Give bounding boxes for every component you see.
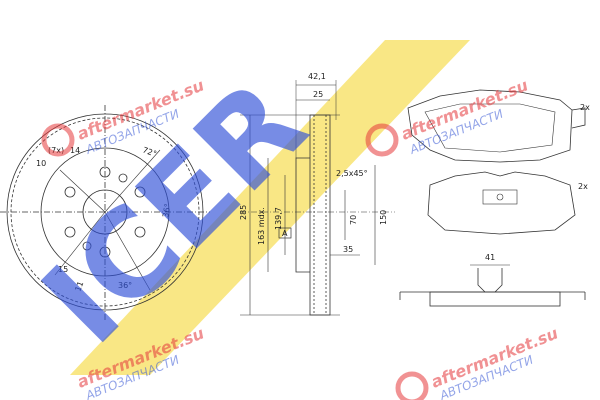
label-diameter-139: 139,7 xyxy=(274,207,283,230)
brake-pad-top xyxy=(407,89,586,163)
label-pad-qty-top: 2x xyxy=(580,103,590,112)
label-ref-a: A xyxy=(282,229,288,238)
ref-box-a xyxy=(278,227,292,239)
pad-side-spring-clip xyxy=(477,268,503,293)
leader-14 xyxy=(59,169,106,213)
label-angle-36-bottom: 36° xyxy=(118,281,132,290)
brake-pad-side-view xyxy=(399,264,586,307)
watermark-gear-icon xyxy=(41,123,75,157)
label-diameter-10: 10 xyxy=(36,159,46,168)
angle-leader-72 xyxy=(104,149,161,213)
pad-middle-backing-plate xyxy=(427,171,576,235)
section-hat xyxy=(295,157,310,273)
leader-15 xyxy=(54,211,106,276)
label-diameter-11: 11 xyxy=(73,280,85,293)
brand-logo-band xyxy=(70,40,470,375)
label-diameter-15: 15 xyxy=(58,265,68,274)
pad-top-backing-plate xyxy=(407,89,573,163)
label-diameter-150: 150 xyxy=(379,210,388,225)
section-dimension-labels: 42,1 25 285 163 mdx. 139,7 A 2,5x45° 70 … xyxy=(239,72,388,254)
label-pcd-count: (7x) xyxy=(48,146,64,155)
label-diameter-285: 285 xyxy=(239,205,248,220)
label-hole-diameter: 14 xyxy=(70,146,80,155)
label-thickness: 25 xyxy=(313,90,323,99)
brake-disc-front-view xyxy=(0,105,210,320)
label-angle-36: 36° xyxy=(161,203,172,219)
watermark-gear-icon xyxy=(365,123,399,157)
pad-middle-rivet xyxy=(496,193,504,201)
label-pad-width-41: 41 xyxy=(485,253,495,262)
label-diameter-163: 163 mdx. xyxy=(257,207,266,245)
disc-cross-section xyxy=(240,80,395,316)
pad-middle-clip xyxy=(482,189,518,205)
pad-top-friction xyxy=(424,103,556,153)
label-thickness-total: 42,1 xyxy=(308,72,326,81)
watermark-gear-icon xyxy=(395,371,429,400)
angle-leader-36 xyxy=(104,211,151,291)
brake-pad-middle xyxy=(427,171,576,235)
label-height-35: 35 xyxy=(343,245,353,254)
label-pad-qty-middle: 2x xyxy=(578,182,588,191)
label-chamfer: 2,5x45° xyxy=(336,169,368,178)
pad-side-friction-block xyxy=(429,291,561,307)
watermark-bottom-right: aftermarket.su АВТОЗАПЧАСТИ xyxy=(395,323,561,400)
label-diameter-70: 70 xyxy=(349,215,358,225)
pad-top-tab xyxy=(571,107,586,129)
